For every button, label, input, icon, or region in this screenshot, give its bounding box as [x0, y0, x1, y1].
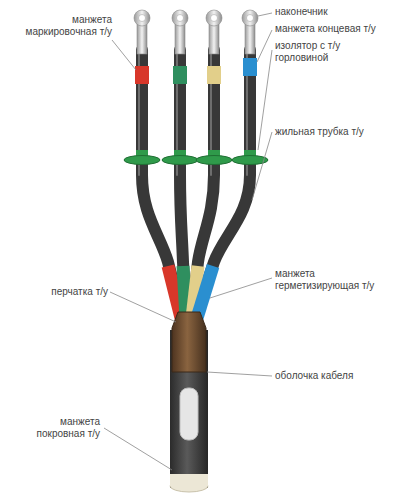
- part-label: манжета герметизирующая т/у: [275, 268, 395, 292]
- part-label: изолятор с т/у горловиной: [275, 40, 395, 64]
- part-label: оболочка кабеля: [275, 370, 395, 382]
- marking-cuffs: [135, 58, 257, 84]
- glove: [172, 312, 206, 372]
- part-label: наконечник: [275, 6, 395, 18]
- part-label: жильная трубка т/у: [275, 126, 395, 138]
- lugs: [134, 10, 258, 54]
- sealing-cuffs: [168, 266, 213, 318]
- sheath-window: [180, 388, 198, 440]
- part-label: манжета концевая т/у: [275, 23, 395, 35]
- leader-lines: [104, 13, 272, 470]
- cover-cuff: [170, 474, 208, 486]
- part-label: манжета маркировочная т/у: [12, 14, 112, 38]
- part-label: перчатка т/у: [12, 286, 108, 298]
- insulators: [124, 150, 268, 165]
- part-label: манжета покровная т/у: [12, 416, 100, 440]
